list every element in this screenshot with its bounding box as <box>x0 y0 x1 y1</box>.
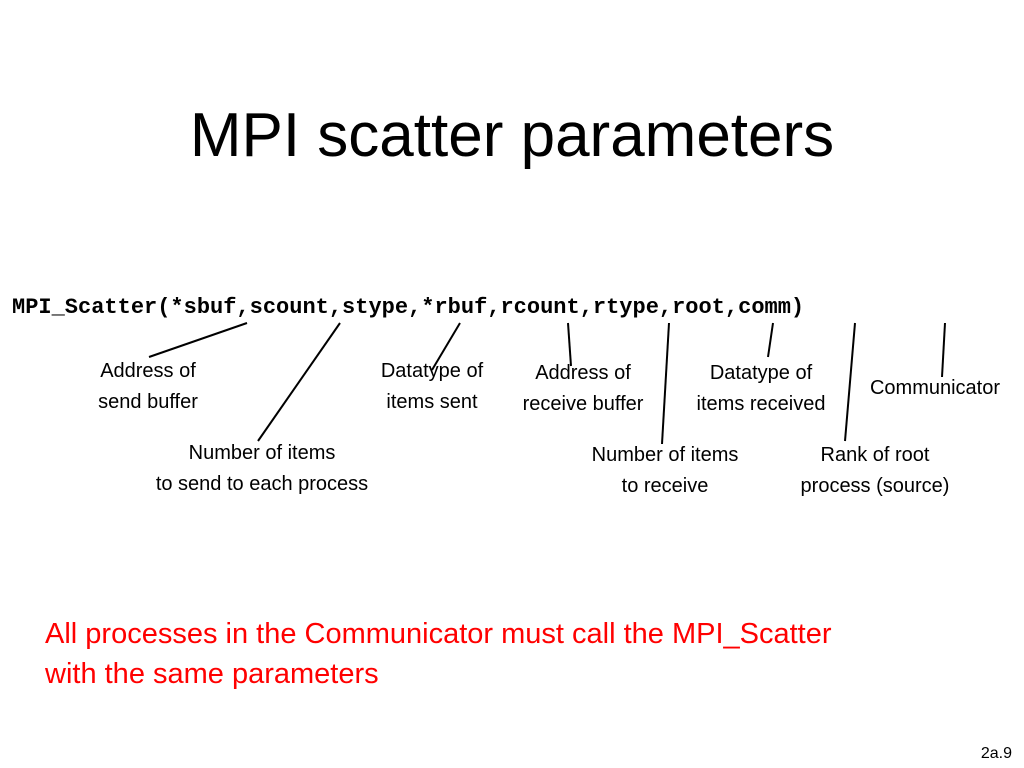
page-number: 2a.9 <box>980 745 1012 762</box>
label-send-buffer: Address of send buffer <box>98 360 198 413</box>
connector-root <box>844 322 856 442</box>
label-communicator: Communicator <box>869 377 1001 399</box>
slide-title: MPI scatter parameters <box>189 101 835 170</box>
connector-comm <box>941 322 946 378</box>
label-recv-type: Datatype of items received <box>696 362 826 415</box>
label-recv-count: Number of items to receive <box>591 444 739 497</box>
label-recv-buffer: Address of receive buffer <box>522 362 644 415</box>
connector-sbuf <box>148 322 248 358</box>
label-send-type: Datatype of items sent <box>380 360 484 413</box>
function-signature: MPI_Scatter(*sbuf,scount,stype,*rbuf,rco… <box>12 295 805 320</box>
connector-rbuf <box>567 322 572 367</box>
label-send-count: Number of items to send to each process <box>155 442 369 495</box>
connector-scount <box>257 322 341 442</box>
connector-stype <box>431 322 461 371</box>
connector-rcount <box>661 322 670 445</box>
connector-rtype <box>767 322 774 358</box>
scatter-note: All processes in the Communicator must c… <box>45 618 832 690</box>
label-root: Rank of root process (source) <box>800 444 950 497</box>
